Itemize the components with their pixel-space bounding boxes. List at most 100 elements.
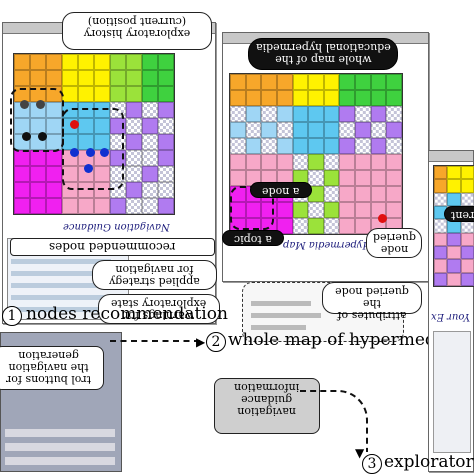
- recommended-node-dot: [86, 148, 95, 157]
- node-cell: [245, 90, 262, 106]
- node-cell: [276, 138, 293, 154]
- guidance-arrow: [300, 390, 368, 452]
- node-cell: [46, 198, 62, 214]
- node-cell: [434, 219, 448, 233]
- node-cell: [46, 102, 62, 118]
- node-cell: [339, 154, 356, 170]
- node-cell: [339, 122, 356, 138]
- node-cell: [434, 272, 448, 286]
- node-cell: [62, 54, 78, 70]
- node-cell: [126, 182, 142, 198]
- node-cell: [434, 259, 448, 273]
- explorer-node-grid: [433, 165, 474, 287]
- node-cell: [292, 90, 309, 106]
- current-node-dot: [22, 132, 31, 141]
- node-cell: [447, 232, 461, 246]
- node-cell: [110, 198, 126, 214]
- node-cell: [355, 138, 371, 154]
- guidance-arrowhead: ▼: [355, 446, 365, 460]
- node-cell: [94, 70, 110, 86]
- explorer-panel-title: Your Ex: [431, 311, 471, 322]
- node-cell: [158, 134, 174, 150]
- node-cell: [292, 74, 309, 90]
- node-cell: [142, 182, 158, 198]
- node-cell: [158, 70, 174, 86]
- node-cell: [78, 198, 94, 214]
- node-cell: [323, 106, 340, 122]
- node-cell: [323, 138, 340, 154]
- node-cell: [276, 202, 293, 218]
- history-node-dot: [36, 100, 45, 109]
- node-cell: [62, 70, 78, 86]
- node-cell: [94, 182, 110, 198]
- node-cell: [276, 122, 293, 138]
- node-cell: [460, 166, 474, 180]
- node-cell: [142, 166, 158, 182]
- node-cell: [78, 102, 94, 118]
- node-cell: [276, 106, 293, 122]
- node-cell: [276, 74, 293, 90]
- node-cell: [323, 74, 340, 90]
- node-cell: [261, 74, 277, 90]
- node-cell: [339, 218, 356, 234]
- node-cell: [126, 102, 142, 118]
- node-cell: [245, 138, 262, 154]
- node-cell: [14, 150, 30, 166]
- node-cell: [142, 118, 158, 134]
- node-cell: [370, 90, 387, 106]
- node-cell: [245, 154, 262, 170]
- node-cell: [292, 202, 309, 218]
- node-cell: [308, 154, 324, 170]
- node-cell: [323, 90, 340, 106]
- node-cell: [323, 218, 340, 234]
- node-cell: [94, 166, 110, 182]
- node-cell: [230, 74, 246, 90]
- node-cell: [94, 198, 110, 214]
- recommended-node-dot: [70, 148, 79, 157]
- node-cell: [339, 138, 356, 154]
- node-cell: [261, 154, 277, 170]
- node-cell: [308, 74, 324, 90]
- node-cell: [142, 134, 158, 150]
- node-cell: [276, 90, 293, 106]
- current-callout: current: [444, 206, 474, 222]
- node-cell: [230, 154, 246, 170]
- node-cell: [370, 106, 387, 122]
- node-cell: [158, 54, 174, 70]
- node-cell: [460, 232, 474, 246]
- node-cell: [339, 186, 356, 202]
- control-to-map-arrow: [110, 340, 200, 342]
- node-cell: [158, 86, 174, 102]
- recommended-node-dot: [70, 120, 79, 129]
- node-cell: [323, 186, 340, 202]
- node-cell: [370, 186, 387, 202]
- map-node-grid: [229, 73, 403, 235]
- node-cell: [339, 170, 356, 186]
- node-cell: [447, 192, 461, 206]
- node-cell: [142, 86, 158, 102]
- node-cell: [339, 106, 356, 122]
- node-cell: [370, 138, 387, 154]
- node-cell: [355, 90, 371, 106]
- queried-node-callout: node queried: [366, 228, 422, 258]
- applied-strategy-callout: applied strategy for navigation: [92, 260, 217, 290]
- node-cell: [245, 106, 262, 122]
- recommended-nodes-callout: recommended nodes: [10, 238, 215, 256]
- node-cell: [158, 198, 174, 214]
- node-cell: [110, 54, 126, 70]
- node-cell: [94, 102, 110, 118]
- node-cell: [245, 74, 262, 90]
- history-selection: [10, 88, 64, 152]
- node-cell: [30, 198, 46, 214]
- node-cell: [308, 122, 324, 138]
- node-cell: [14, 166, 30, 182]
- node-cell: [230, 170, 246, 186]
- node-cell: [355, 154, 371, 170]
- node-cell: [386, 202, 402, 218]
- node-cell: [355, 170, 371, 186]
- node-cell: [14, 182, 30, 198]
- node-cell: [355, 106, 371, 122]
- node-cell: [78, 70, 94, 86]
- node-cell: [370, 122, 387, 138]
- node-cell: [261, 138, 277, 154]
